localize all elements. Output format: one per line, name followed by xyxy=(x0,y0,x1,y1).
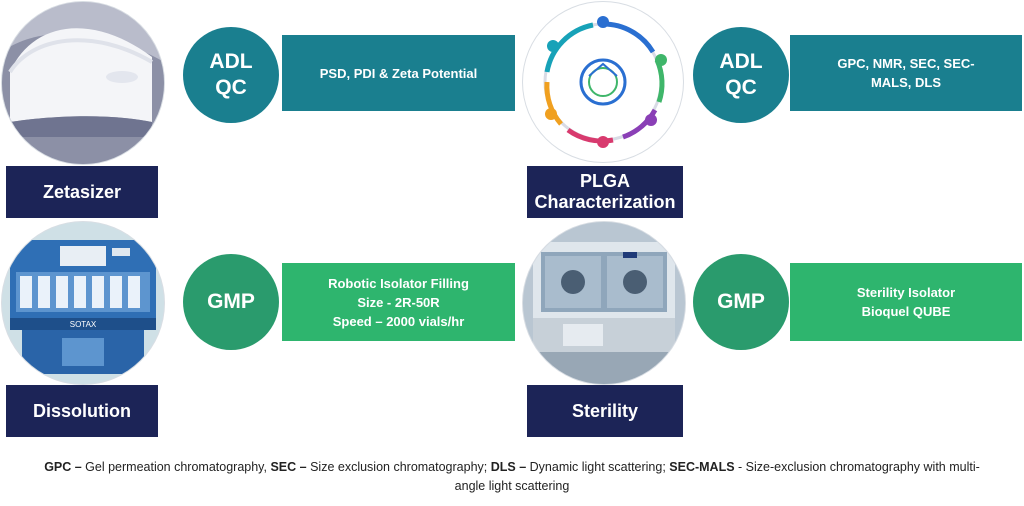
sec-mals-definition: - Size-exclusion chromatography with mul… xyxy=(454,460,980,493)
badge-text: GMP xyxy=(717,290,765,313)
dissolution-info-line-1: Robotic Isolator Filling xyxy=(328,275,469,291)
badge-line-1: ADL xyxy=(719,50,763,73)
dls-abbreviation: DLS – xyxy=(490,460,527,474)
sec-definition: Size exclusion chromatography; xyxy=(306,460,491,474)
zetasizer-info-box: PSD, PDI & Zeta Potential xyxy=(282,35,515,111)
zetasizer-info-text: PSD, PDI & Zeta Potential xyxy=(319,65,478,81)
plga-info-line-1: GPC, NMR, SEC, SEC- xyxy=(837,56,975,71)
badge-line-2: QC xyxy=(215,76,247,99)
plga-info-line-2: MALS, DLS xyxy=(870,75,942,90)
sterility-label: Sterility xyxy=(527,385,683,437)
dissolution-info-line-2: Size - 2R-50R xyxy=(357,294,440,310)
sterility-info-box: Sterility Isolator Bioquel QUBE xyxy=(790,263,1022,341)
sterility-info-line-1: Sterility Isolator xyxy=(856,285,956,300)
sec-mals-abbreviation: SEC-MALS xyxy=(669,460,735,474)
zetasizer-adl-qc-badge: ADL QC xyxy=(183,27,279,123)
plga-characterization-diagram xyxy=(523,2,683,162)
sterility-info-line-2: Bioquel QUBE xyxy=(861,304,951,319)
dissolution-gmp-badge: GMP xyxy=(183,254,279,350)
sterility-label-text: Sterility xyxy=(571,400,639,421)
dls-definition: Dynamic light scattering; xyxy=(526,460,670,474)
badge-line-2: QC xyxy=(725,76,757,99)
dissolution-photo: SOTAX xyxy=(2,222,164,384)
gpc-definition: Gel permeation chromatography, xyxy=(81,460,271,474)
badge-text: GMP xyxy=(207,290,255,313)
abbreviations-footnote: GPC – Gel permeation chromatography, SEC… xyxy=(40,458,984,496)
plga-label-line-1: PLGA xyxy=(579,171,630,191)
dissolution-label: Dissolution xyxy=(6,385,158,437)
plga-label: PLGA Characterization xyxy=(527,166,683,218)
zetasizer-photo xyxy=(2,2,164,164)
zetasizer-label-text: Zetasizer xyxy=(42,181,122,202)
dissolution-label-text: Dissolution xyxy=(33,400,131,421)
sterility-gmp-badge: GMP xyxy=(693,254,789,350)
sec-abbreviation: SEC – xyxy=(270,460,307,474)
plga-adl-qc-badge: ADL QC xyxy=(693,27,789,123)
sterility-isolator-image xyxy=(523,222,685,384)
dissolution-info-line-3: Speed – 2000 vials/hr xyxy=(332,313,465,329)
plga-label-line-2: Characterization xyxy=(534,192,676,212)
gpc-abbreviation: GPC – xyxy=(44,460,82,474)
plga-info-box: GPC, NMR, SEC, SEC- MALS, DLS xyxy=(790,35,1022,111)
badge-line-1: ADL xyxy=(209,50,253,73)
zetasizer-instrument-image xyxy=(2,2,164,164)
sterility-photo xyxy=(523,222,685,384)
dissolution-instrument-image: SOTAX xyxy=(2,222,164,384)
plga-hub-graphic xyxy=(525,4,681,160)
sotax-brand-text: SOTAX xyxy=(70,320,97,329)
zetasizer-label: Zetasizer xyxy=(6,166,158,218)
dissolution-info-box: Robotic Isolator Filling Size - 2R-50R S… xyxy=(282,263,515,341)
